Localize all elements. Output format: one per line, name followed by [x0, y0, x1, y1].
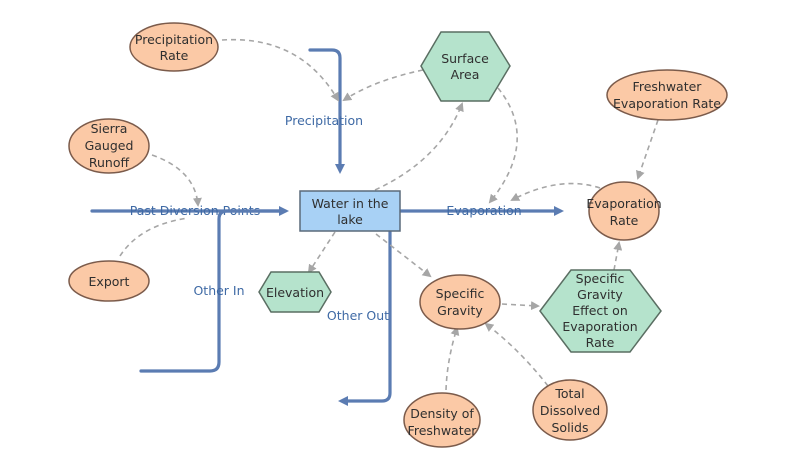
- auxiliary-specific-gravity[interactable]: Specific Gravity: [419, 274, 501, 330]
- converter-label-line3: Effect on: [572, 303, 628, 318]
- auxiliary-label-line1: Total: [554, 386, 584, 401]
- flow-label-other-out: Other Out: [327, 308, 389, 323]
- flow-label-evaporation: Evaporation: [446, 203, 521, 218]
- auxiliary-export[interactable]: Export: [68, 260, 150, 302]
- auxiliary-label-line1: Sierra: [91, 121, 128, 136]
- converter-label-line4: Evaporation: [562, 319, 637, 334]
- auxiliary-precipitation-rate[interactable]: Precipitation Rate: [129, 22, 219, 72]
- auxiliary-label-line3: Solids: [552, 420, 589, 435]
- auxiliary-density-of-freshwater[interactable]: Density of Freshwater: [403, 392, 481, 448]
- converter-label-line1: Specific: [576, 271, 625, 286]
- link-lake-to-surface-area: [374, 102, 464, 191]
- flow-evaporation[interactable]: Evaporation: [398, 203, 564, 218]
- stock-water-in-the-lake[interactable]: Water in the lake: [299, 190, 401, 232]
- link-surface-area-to-precipitation: [342, 69, 424, 102]
- auxiliary-label-line3: Runoff: [89, 155, 130, 170]
- converter-elevation[interactable]: Elevation: [258, 271, 332, 313]
- link-effect-to-evap-rate: [613, 241, 623, 271]
- converter-specific-gravity-effect[interactable]: Specific Gravity Effect on Evaporation R…: [539, 269, 662, 353]
- link-sierra-runoff-to-diversion: [151, 154, 202, 207]
- link-tds-to-specific-gravity: [484, 322, 549, 387]
- auxiliary-label-line2: Gravity: [437, 303, 483, 318]
- flow-other-out[interactable]: Other Out: [327, 229, 392, 406]
- auxiliary-label-line2: Gauged: [85, 138, 134, 153]
- flow-label-past-diversion-points: Past Diversion Points: [130, 203, 260, 218]
- auxiliary-label-line2: Rate: [610, 213, 639, 228]
- auxiliary-label-line1: Export: [89, 274, 130, 289]
- flow-other-in[interactable]: Other In: [139, 209, 287, 373]
- link-density-to-specific-gravity: [445, 326, 460, 391]
- stock-label-line1: Water in the: [312, 196, 389, 211]
- auxiliary-label-line2: Freshwater: [408, 423, 478, 438]
- auxiliary-label-line1: Specific: [436, 286, 485, 301]
- auxiliary-total-dissolved-solids[interactable]: Total Dissolved Solids: [532, 379, 608, 441]
- stock-label-line2: lake: [337, 212, 363, 227]
- converter-label-line2: Gravity: [577, 287, 623, 302]
- converter-label-line1: Elevation: [266, 285, 324, 300]
- converter-surface-area[interactable]: Surface Area: [420, 31, 511, 102]
- auxiliary-label-line2: Evaporation Rate: [613, 96, 721, 111]
- converter-label-line1: Surface: [441, 51, 489, 66]
- link-export-to-diversion: [119, 217, 189, 257]
- dependency-links: [119, 38, 659, 391]
- auxiliary-label-line1: Density of: [410, 406, 474, 421]
- auxiliary-freshwater-evaporation-rate[interactable]: Freshwater Evaporation Rate: [606, 69, 728, 121]
- link-surface-area-to-evaporation: [488, 87, 518, 204]
- auxiliary-label-line2: Rate: [160, 48, 189, 63]
- link-precip-rate-to-precipitation: [221, 38, 340, 102]
- flow-label-other-in: Other In: [193, 283, 244, 298]
- auxiliary-evaporation-rate[interactable]: Evaporation Rate: [586, 181, 662, 241]
- converter-label-line5: Rate: [586, 335, 615, 350]
- auxiliary-label-line1: Precipitation: [135, 32, 213, 47]
- auxiliary-label-line1: Freshwater: [633, 79, 703, 94]
- link-specific-gravity-to-effect: [501, 301, 540, 311]
- link-freshwater-evap-to-evap-rate: [636, 119, 659, 180]
- flow-label-precipitation: Precipitation: [285, 113, 363, 128]
- auxiliary-sierra-gauged-runoff[interactable]: Sierra Gauged Runoff: [68, 118, 150, 174]
- flow-precipitation[interactable]: Precipitation: [285, 48, 363, 174]
- link-lake-to-elevation: [307, 231, 336, 274]
- converter-label-line2: Area: [451, 67, 480, 82]
- auxiliary-label-line2: Dissolved: [540, 403, 600, 418]
- auxiliary-label-line1: Evaporation: [586, 196, 661, 211]
- link-lake-to-specific-gravity: [375, 233, 432, 278]
